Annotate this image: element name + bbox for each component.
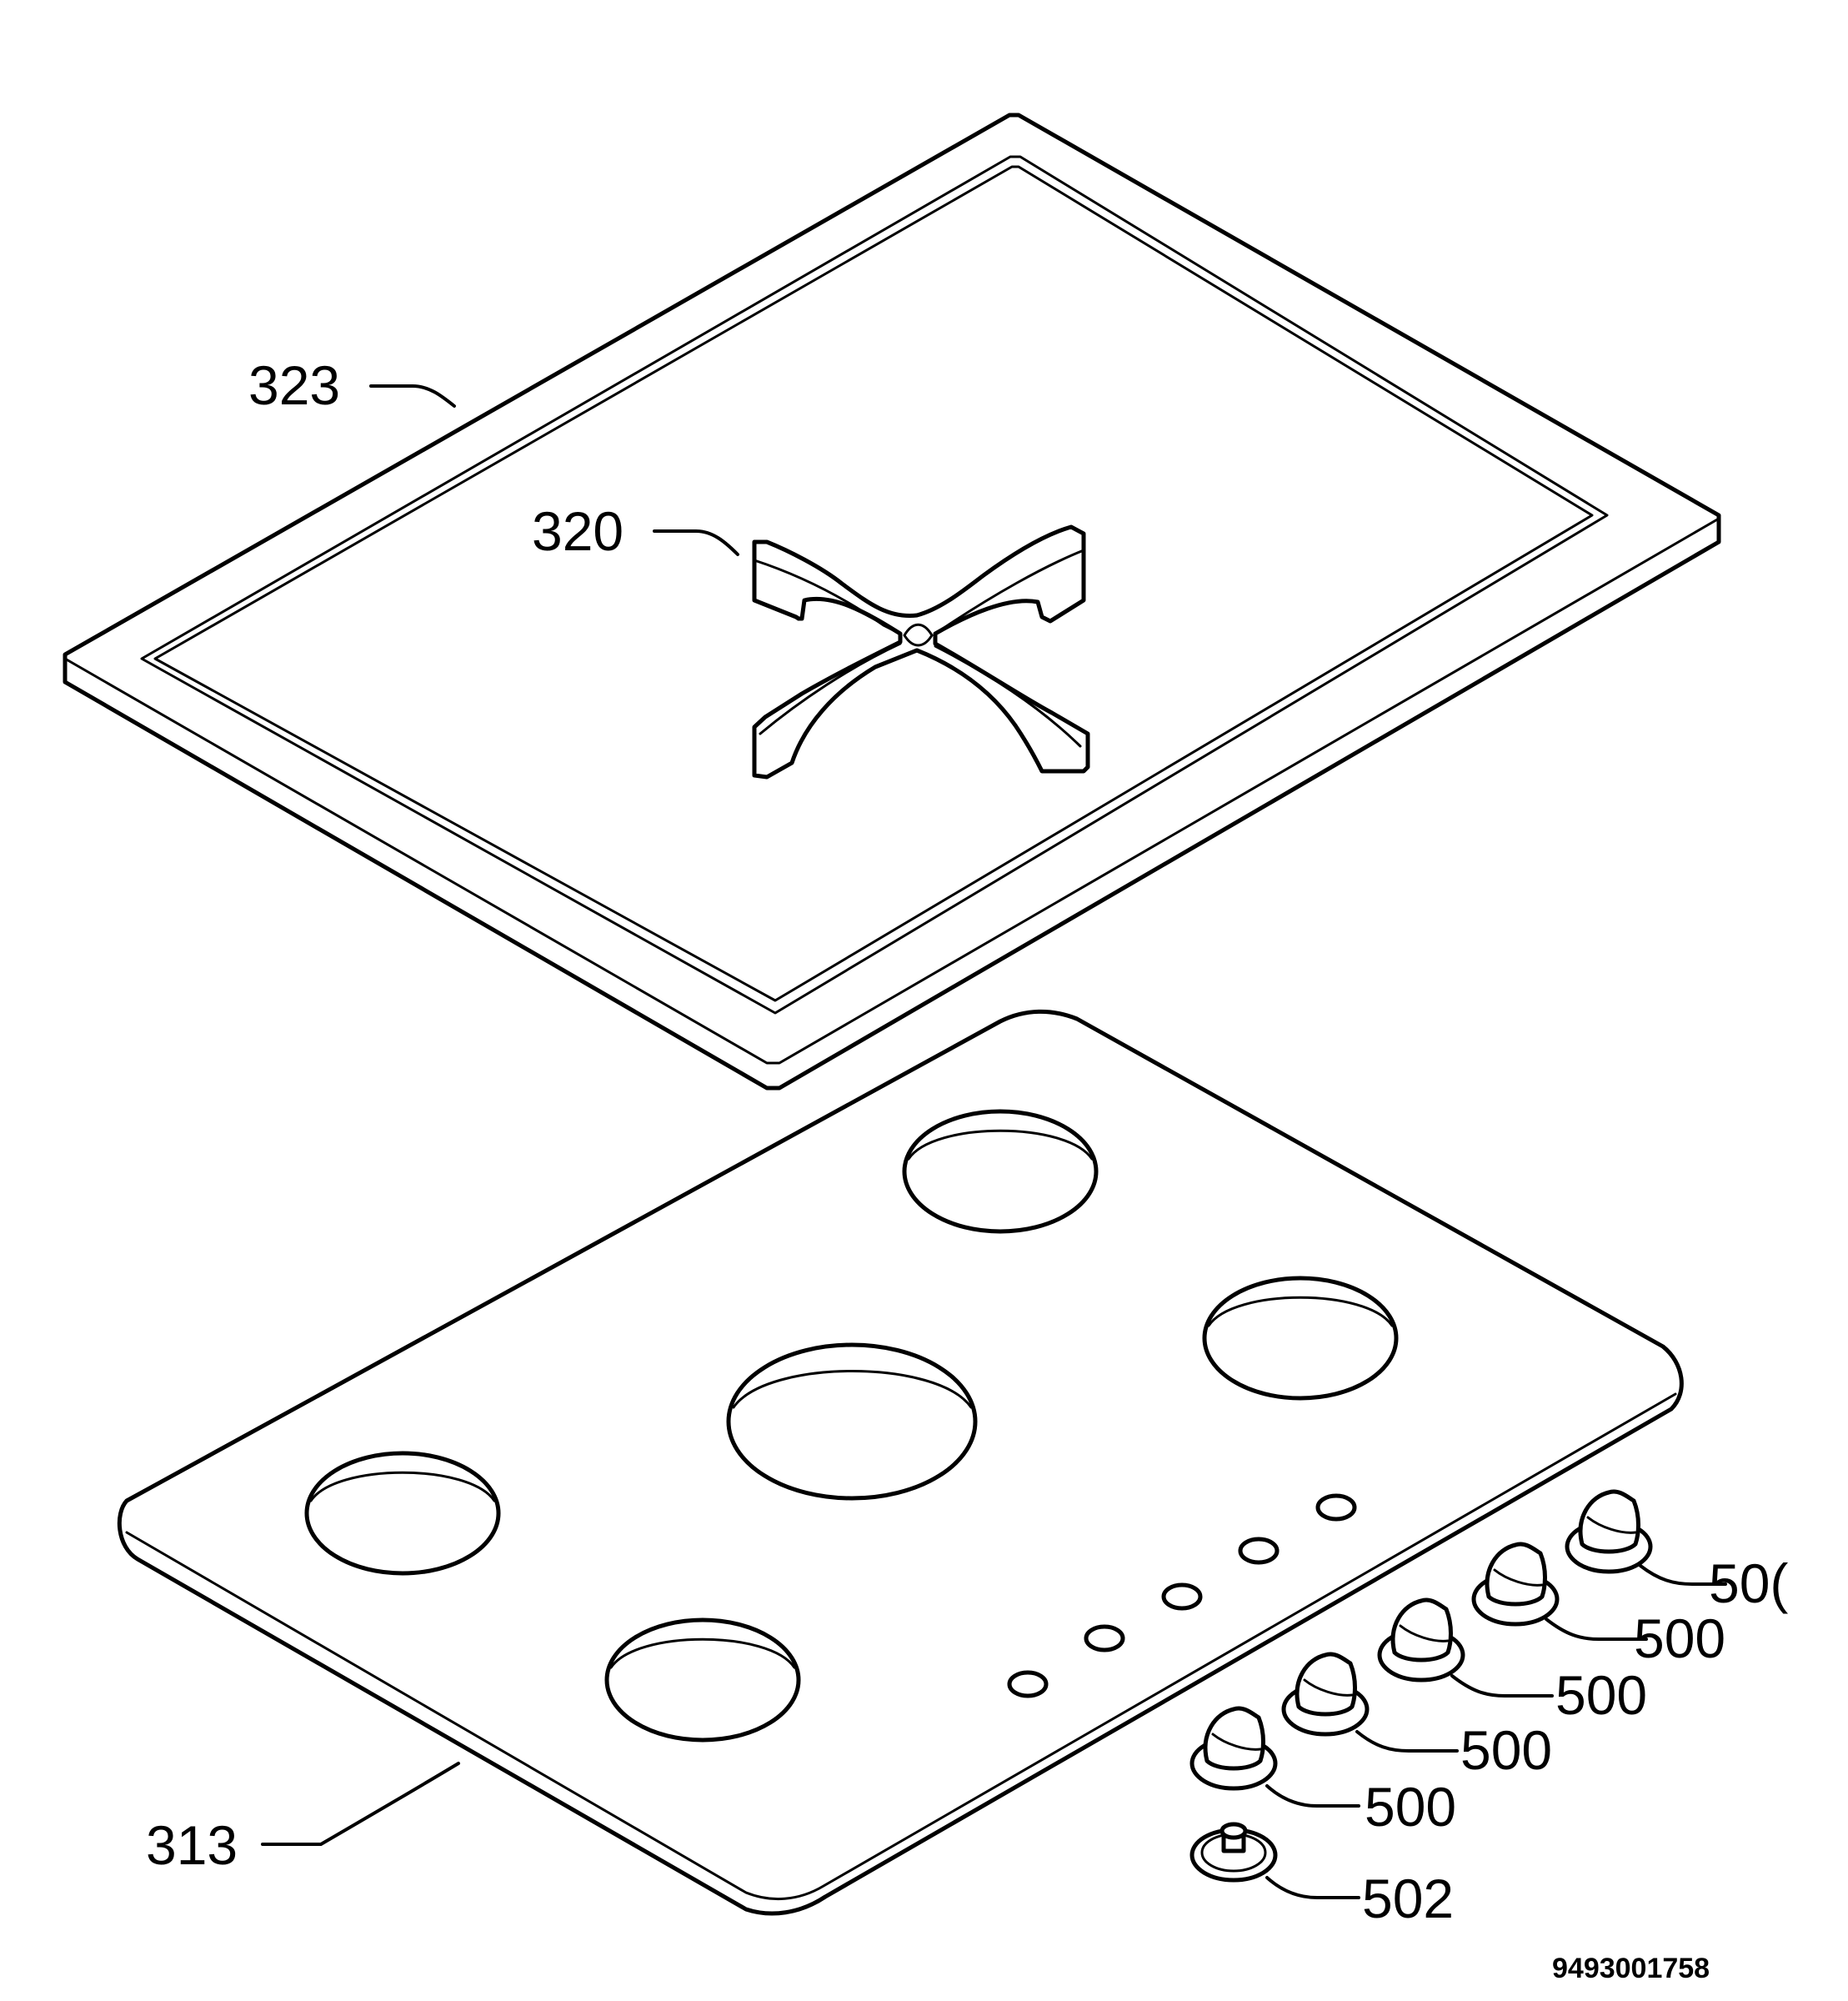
burner-hole-left xyxy=(304,1451,501,1576)
pan-support-part xyxy=(752,524,1090,780)
knob-3 xyxy=(1377,1597,1465,1683)
callout-knob-2: 500 xyxy=(1460,1719,1552,1781)
callout-frame: 323 xyxy=(248,354,340,416)
document-number: 9493001758 xyxy=(1552,1953,1710,1984)
knob-1 xyxy=(1189,1706,1278,1791)
burner-hole-front xyxy=(604,1617,801,1743)
frame-part xyxy=(63,113,1721,1091)
leader-lines xyxy=(261,384,1727,1899)
burner-hole-center xyxy=(726,1342,978,1501)
burner-hole-rear xyxy=(902,1109,1099,1234)
callout-knob-5: 50( xyxy=(1709,1552,1788,1614)
callout-knob-4: 500 xyxy=(1634,1607,1725,1669)
hob-top-part xyxy=(117,1009,1684,1916)
callout-hob-top: 313 xyxy=(146,1814,238,1876)
spindle-holes xyxy=(1007,1493,1357,1698)
burner-hole-right xyxy=(1202,1276,1399,1401)
knob-4 xyxy=(1471,1542,1560,1627)
control-knobs xyxy=(1189,1489,1653,1791)
callout-knob-1: 500 xyxy=(1365,1776,1456,1838)
callout-labels: 323 320 313 500 500 500 500 50( 502 9493… xyxy=(146,354,1788,1984)
callout-knob-3: 500 xyxy=(1555,1664,1647,1726)
callout-knob-base: 502 xyxy=(1362,1868,1454,1929)
callout-pan-support: 320 xyxy=(532,500,624,562)
knob-base-part xyxy=(1189,1822,1278,1883)
knob-2 xyxy=(1281,1652,1370,1737)
knob-5 xyxy=(1565,1489,1653,1574)
